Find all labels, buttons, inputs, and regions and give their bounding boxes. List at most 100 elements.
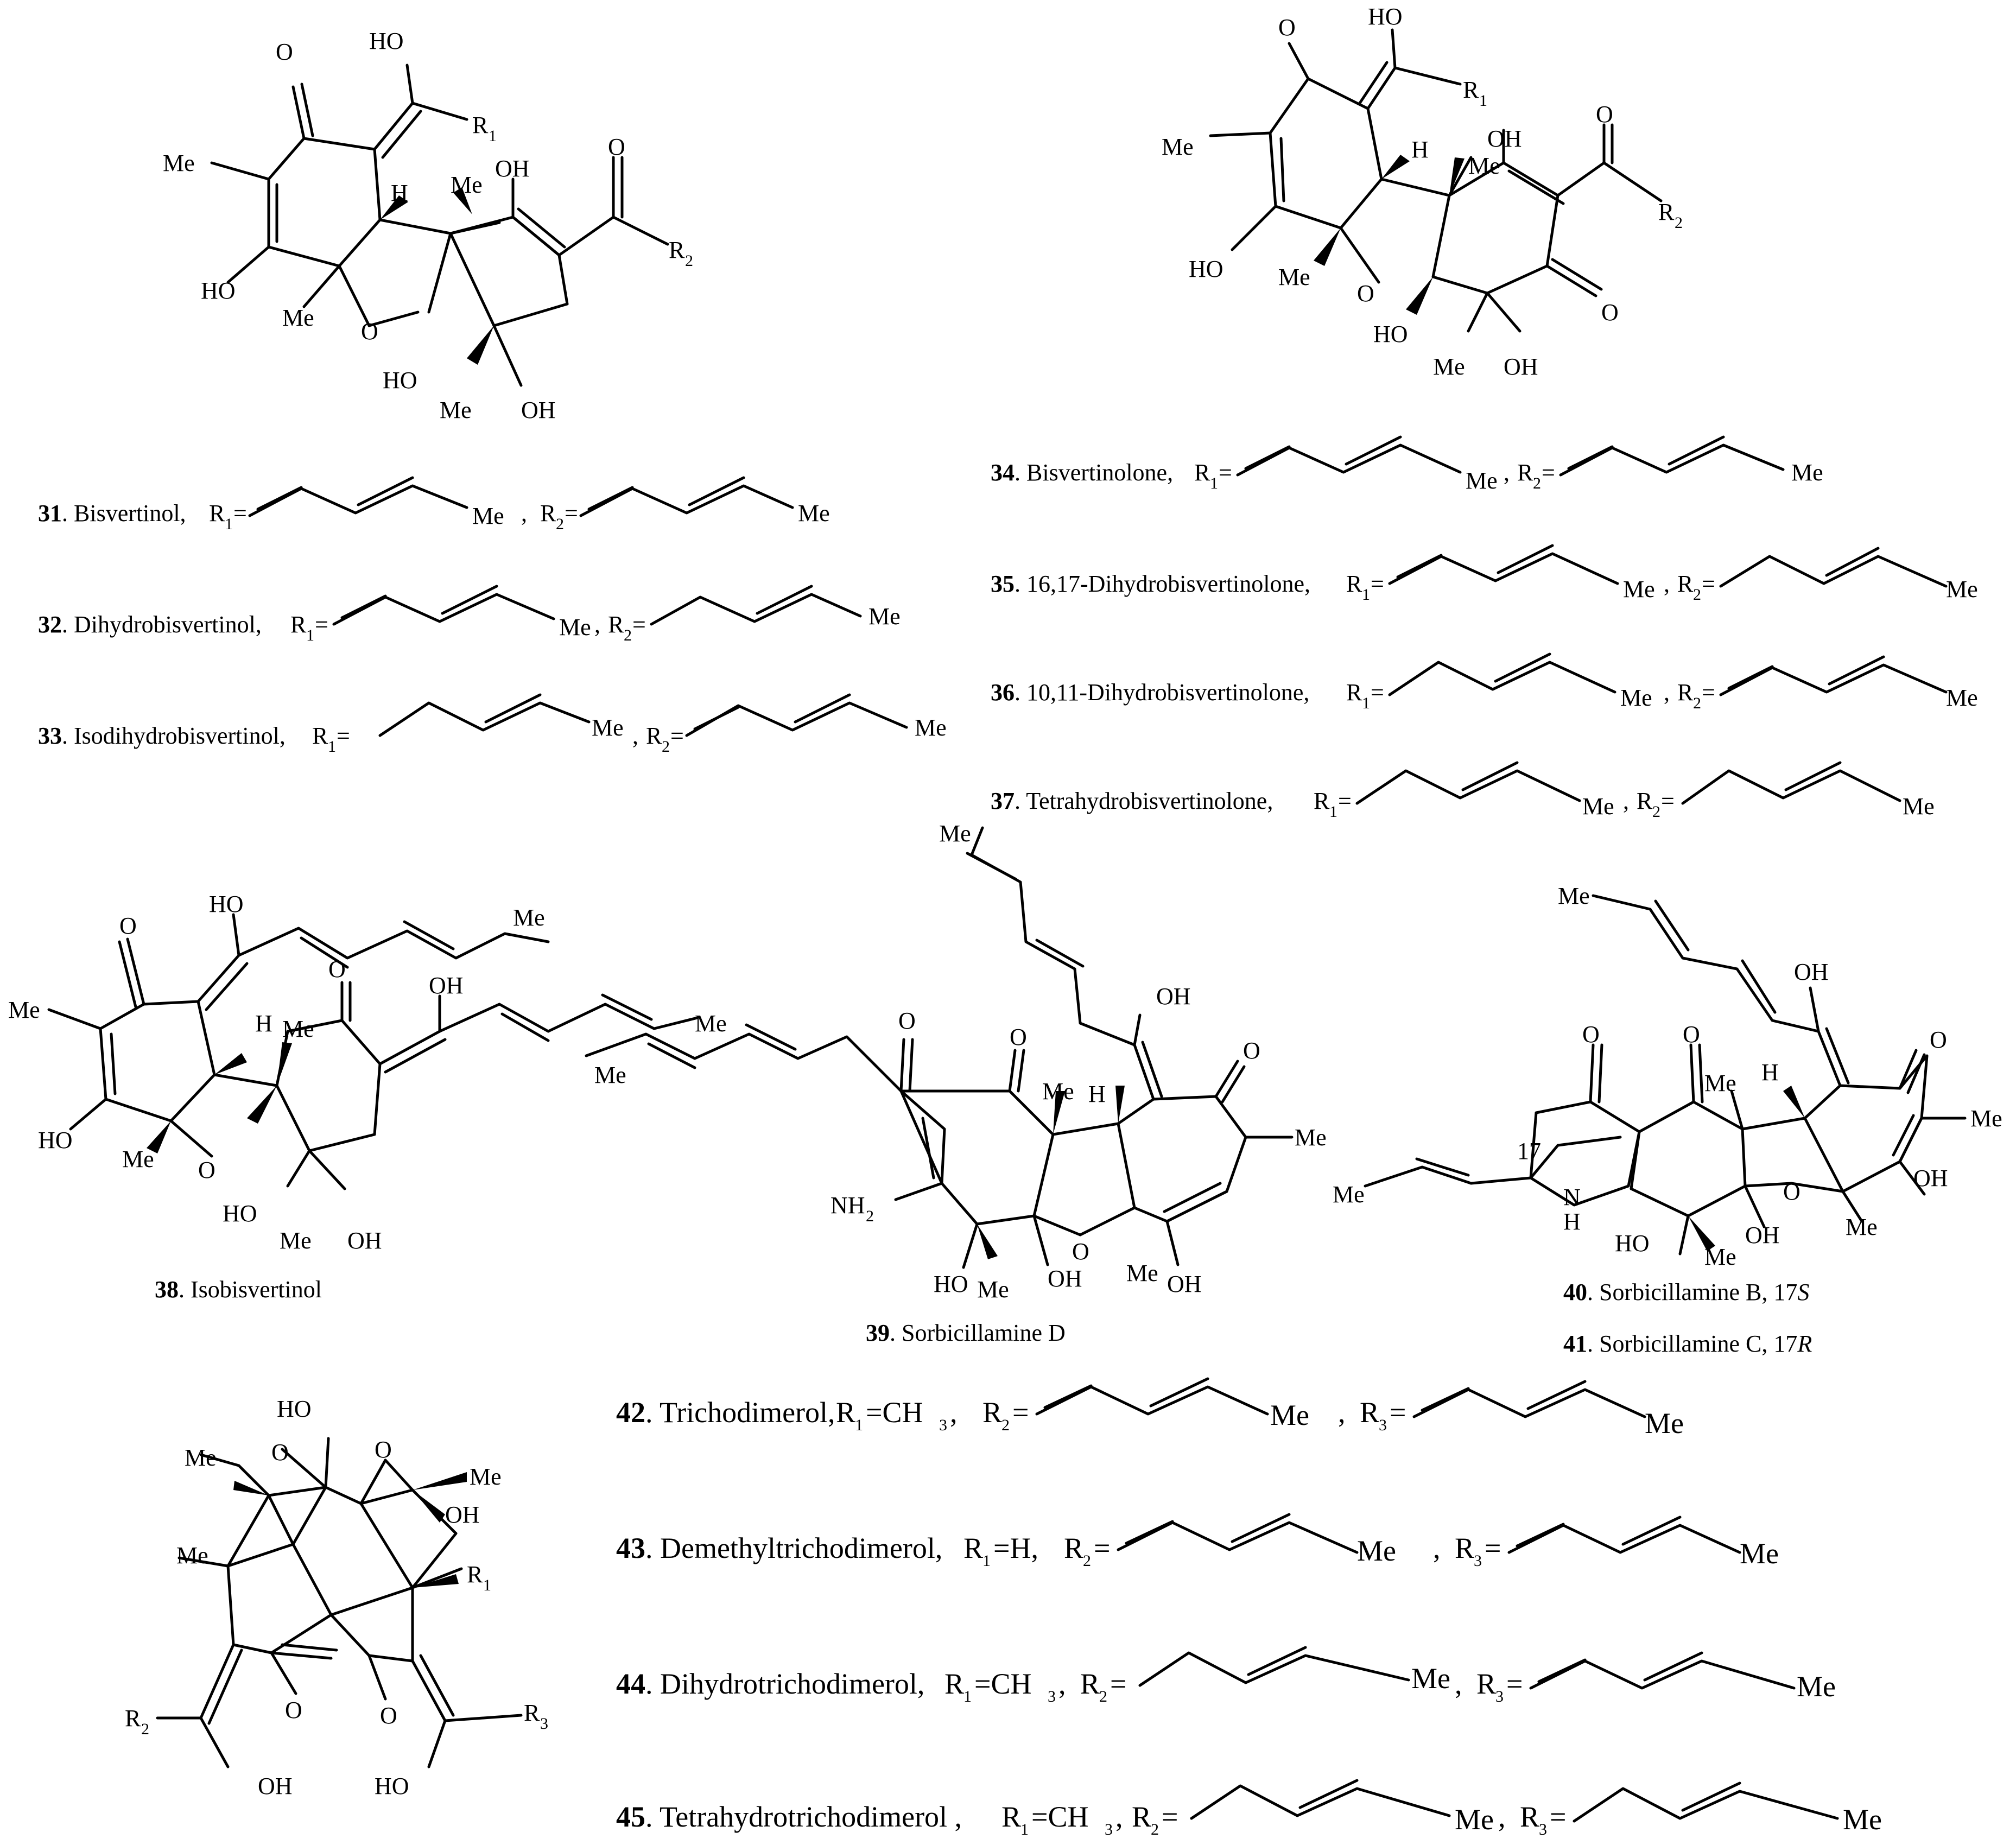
svg-text:OH: OH [347,1227,382,1254]
svg-text:1: 1 [1362,586,1370,604]
svg-text:Me: Me [282,1016,314,1042]
svg-text:2: 2 [624,626,632,644]
svg-text:HO: HO [1189,256,1223,282]
svg-text:Me: Me [1623,576,1655,603]
svg-text:O: O [1930,1026,1947,1053]
svg-text:,: , [1664,570,1670,597]
svg-text:O: O [1278,14,1296,41]
svg-text:Me: Me [451,172,483,198]
svg-text:O: O [271,1439,289,1466]
caption-37: 37. Tetrahydrobisvertinolone, R 1 = Me ,… [991,761,1935,821]
svg-text:Me: Me [1411,1662,1450,1695]
svg-text:40. Sorbicillamine B, 17S: 40. Sorbicillamine B, 17S [1563,1279,1809,1305]
svg-text:42. Trichodimerol,: 42. Trichodimerol, [616,1396,835,1429]
svg-text:H: H [1761,1059,1779,1086]
svg-text:R: R [1520,1800,1539,1833]
svg-text:OH: OH [445,1501,480,1528]
svg-text:2: 2 [685,252,693,270]
svg-text:,: , [1498,1800,1506,1833]
svg-text:HO: HO [1373,321,1408,347]
svg-text:Me: Me [1295,1124,1327,1151]
svg-text:=: = [1371,570,1384,597]
svg-text:Me: Me [1791,459,1823,486]
svg-text:=: = [1162,1800,1178,1833]
svg-text:H: H [1411,136,1429,163]
svg-text:Me: Me [1126,1260,1158,1286]
svg-text:R: R [963,1532,983,1564]
svg-text:R: R [540,500,556,527]
svg-text:Me: Me [695,1010,727,1037]
svg-text:O: O [119,912,137,939]
svg-text:R: R [1080,1668,1100,1700]
svg-text:Me: Me [122,1146,154,1172]
svg-text:1: 1 [483,1576,491,1594]
svg-text:3: 3 [1539,1821,1547,1838]
svg-text:Me: Me [1970,1105,2002,1132]
svg-text:Me: Me [282,305,314,331]
svg-text:Me: Me [1903,793,1935,820]
svg-text:O: O [1357,280,1374,307]
svg-text:=H,: =H, [993,1532,1038,1564]
caption-31: 31. Bisvertinol, R 1 = Me , R 2 = Me [38,476,830,533]
svg-text:2: 2 [1001,1416,1010,1434]
structure-31-core [210,64,669,387]
svg-text:O: O [276,39,293,65]
caption-35: 35. 16,17-Dihydrobisvertinolone, R 1 = M… [991,544,1978,604]
svg-text:O: O [898,1007,916,1034]
svg-text:O: O [380,1702,397,1729]
svg-text:O: O [1010,1024,1027,1050]
svg-text:1: 1 [1210,474,1218,492]
svg-text:R: R [290,611,307,638]
svg-text:Me: Me [1270,1399,1309,1431]
svg-text:=: = [670,722,684,749]
svg-text:Me: Me [915,714,947,741]
svg-text:R: R [125,1705,141,1732]
svg-text:O: O [1072,1238,1089,1265]
svg-text:2: 2 [1652,803,1660,821]
caption-41: 41. Sorbicillamine C, 17R [1563,1330,1812,1357]
caption-42: 42. Trichodimerol, R 1 =CH 3 , R 2 = Me … [616,1377,1684,1440]
svg-text:,: , [1115,1800,1123,1833]
svg-text:2: 2 [141,1720,149,1738]
svg-text:R: R [608,611,624,638]
svg-text:OH: OH [495,155,530,182]
svg-text:R: R [836,1396,855,1429]
svg-text:R: R [1346,570,1362,597]
svg-text:HO: HO [934,1271,968,1297]
svg-text:2: 2 [1693,694,1701,712]
structure-40-labels: Me 17 H N O O HO Me OH Me H O Me OH O Me… [1333,883,2002,1270]
svg-text:41. Sorbicillamine C, 17R: 41. Sorbicillamine C, 17R [1563,1330,1812,1357]
svg-text:2: 2 [866,1207,874,1225]
svg-text:37. Tetrahydrobisvertinolone,: 37. Tetrahydrobisvertinolone, [991,788,1273,814]
svg-text:1: 1 [855,1416,863,1434]
svg-text:Me: Me [1797,1670,1836,1703]
svg-text:HO: HO [277,1396,312,1422]
svg-text:32. Dihydrobisvertinol,: 32. Dihydrobisvertinol, [38,611,262,638]
svg-text:O: O [285,1697,302,1723]
svg-text:39. Sorbicillamine D: 39. Sorbicillamine D [866,1320,1066,1346]
svg-text:R: R [1658,199,1675,225]
svg-text:=: = [1094,1532,1110,1564]
svg-text:Me: Me [280,1227,312,1254]
svg-text:34. Bisvertinolone,: 34. Bisvertinolone, [991,459,1173,486]
svg-text:45. Tetrahydrotrichodimerol ,: 45. Tetrahydrotrichodimerol , [616,1800,962,1833]
structure-31-labels: O HO R 1 Me HO Me O H Me OH O R 2 HO Me … [163,28,693,423]
caption-39: 39. Sorbicillamine D [866,1320,1066,1346]
svg-text:HO: HO [1615,1230,1650,1257]
svg-text:1: 1 [1020,1821,1029,1838]
svg-text:=CH: =CH [974,1668,1031,1700]
svg-text:R: R [312,722,328,749]
svg-text:43. Demethyltrichodimerol,: 43. Demethyltrichodimerol, [616,1532,942,1564]
svg-text:3: 3 [540,1715,548,1733]
svg-text:44. Dihydrotrichodimerol,: 44. Dihydrotrichodimerol, [616,1668,924,1700]
svg-text:38. Isobisvertinol: 38. Isobisvertinol [155,1276,322,1303]
svg-text:Me: Me [1162,134,1194,160]
svg-text:R: R [1132,1800,1151,1833]
svg-text:HO: HO [375,1773,409,1799]
svg-text:R: R [669,237,685,263]
svg-text:3: 3 [1379,1416,1387,1434]
svg-text:=: = [1506,1668,1523,1700]
structure-42-core [156,1437,523,1768]
svg-text:OH: OH [1504,353,1538,380]
svg-text:1: 1 [1329,803,1337,821]
